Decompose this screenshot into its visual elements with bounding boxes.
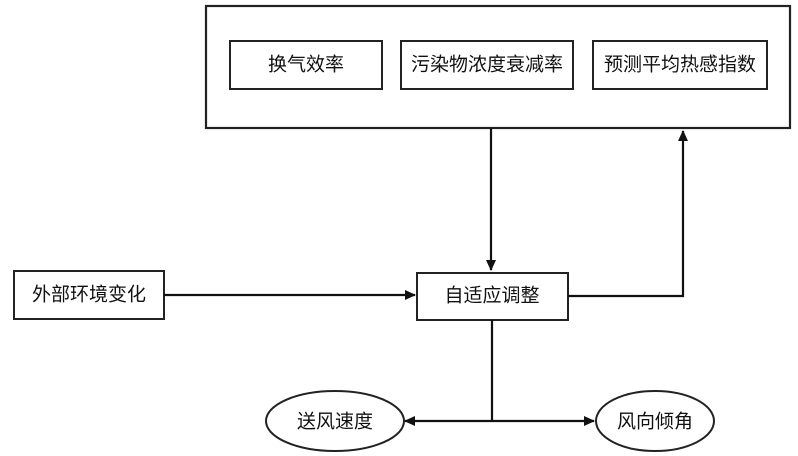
metric-box-predicted-mean-vote: 预测平均热感指数 xyxy=(592,40,768,90)
metric-box-air-exchange-efficiency: 换气效率 xyxy=(229,40,383,90)
output-node-frame xyxy=(595,390,715,452)
metric-label-predicted-mean-vote: 预测平均热感指数 xyxy=(604,54,756,76)
input-node-external-environment-change: 外部环境变化 xyxy=(13,270,165,320)
metric-box-frame xyxy=(229,40,383,90)
output-node-label-air-direction-angle: 风向倾角 xyxy=(617,411,693,433)
output-node-air-direction-angle: 风向倾角 xyxy=(595,390,715,452)
input-node-label: 外部环境变化 xyxy=(32,284,146,306)
controller-node-label: 自适应调整 xyxy=(444,285,539,307)
metric-box-pollutant-decay-rate: 污染物浓度衰减率 xyxy=(400,40,574,90)
metric-box-frame xyxy=(400,40,574,90)
output-node-label-supply-air-speed: 送风速度 xyxy=(297,411,373,433)
controller-node-frame xyxy=(416,272,569,321)
metric-label-pollutant-decay-rate: 污染物浓度衰减率 xyxy=(411,54,563,76)
arrow-controller-to-metrics xyxy=(568,130,688,298)
input-node-frame xyxy=(13,270,165,320)
controller-node-adaptive-adjustment: 自适应调整 xyxy=(416,272,569,321)
metric-label-air-exchange-efficiency: 换气效率 xyxy=(268,54,344,76)
output-node-supply-air-speed: 送风速度 xyxy=(265,390,405,452)
metric-box-frame xyxy=(592,40,768,90)
